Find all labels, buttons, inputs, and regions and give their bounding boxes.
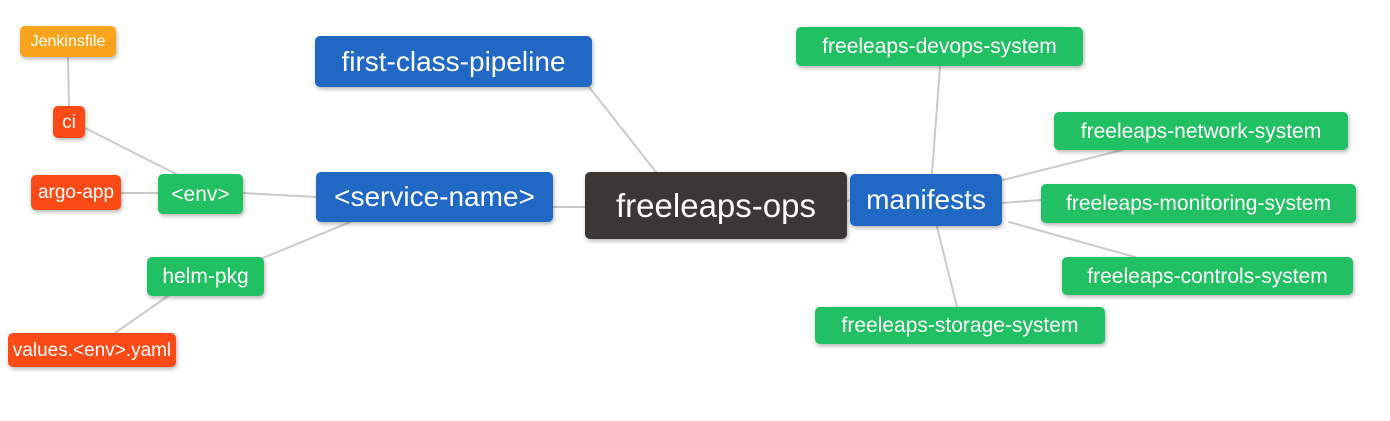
edge-first-class-pipeline-to-freeleaps-ops	[588, 86, 657, 173]
edge-manifests-to-freeleaps-storage-system	[936, 226, 958, 308]
edge-manifests-to-freeleaps-devops-system	[931, 65, 941, 175]
edge-manifests-to-freeleaps-monitoring-system	[1001, 199, 1042, 204]
edge-values-env-yaml-to-helm-pkg	[114, 295, 169, 334]
node-freeleaps-ops[interactable]: freeleaps-ops	[585, 172, 847, 239]
edge-ci-to-env	[84, 127, 179, 176]
node-helm-pkg[interactable]: helm-pkg	[147, 257, 264, 296]
node-freeleaps-network-system[interactable]: freeleaps-network-system	[1054, 112, 1348, 150]
node-env[interactable]: <env>	[158, 174, 243, 214]
node-values-env-yaml[interactable]: values.<env>.yaml	[8, 333, 176, 367]
node-manifests[interactable]: manifests	[850, 174, 1002, 226]
node-jenkinsfile[interactable]: Jenkinsfile	[20, 26, 116, 57]
node-freeleaps-monitoring-system[interactable]: freeleaps-monitoring-system	[1041, 184, 1356, 223]
node-service-name[interactable]: <service-name>	[316, 172, 553, 222]
edge-jenkinsfile-to-ci	[67, 56, 70, 107]
node-argo-app[interactable]: argo-app	[31, 175, 121, 210]
node-ci[interactable]: ci	[53, 106, 85, 138]
node-freeleaps-controls-system[interactable]: freeleaps-controls-system	[1062, 257, 1353, 295]
edge-helm-pkg-to-service-name	[262, 221, 351, 259]
node-freeleaps-devops-system[interactable]: freeleaps-devops-system	[796, 27, 1083, 66]
edge-manifests-to-freeleaps-network-system	[1002, 149, 1123, 181]
node-first-class-pipeline[interactable]: first-class-pipeline	[315, 36, 592, 87]
edge-env-to-service-name	[242, 192, 317, 198]
node-freeleaps-storage-system[interactable]: freeleaps-storage-system	[815, 307, 1105, 344]
edge-manifests-to-freeleaps-controls-system	[1008, 221, 1136, 258]
